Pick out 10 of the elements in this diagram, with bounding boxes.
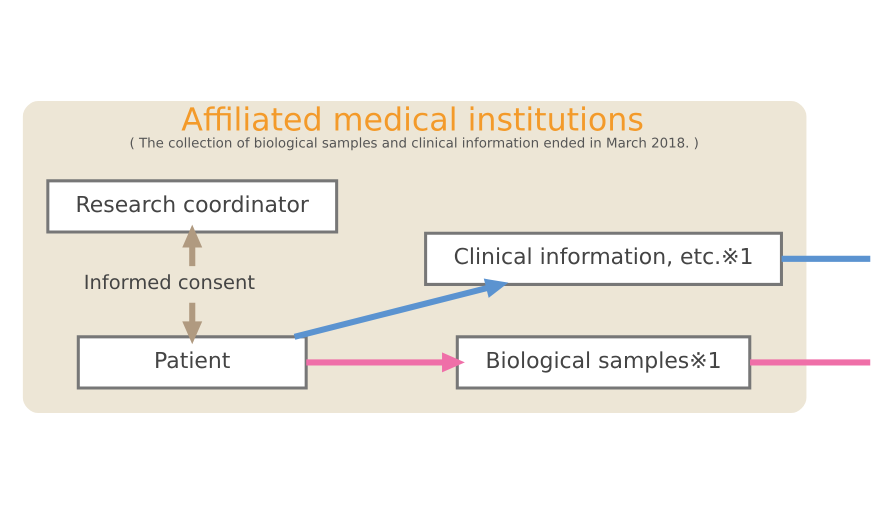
node-box: Patient [76,334,308,390]
connector [750,358,870,365]
node-box: Biological samples※1 [456,334,752,390]
node-box: Research coordinator [46,178,338,234]
arrow [182,224,202,344]
connector [782,255,870,262]
edge-label: Informed consent [84,270,255,294]
node-box: Clinical information, etc.※1 [424,231,783,286]
arrow [294,278,508,340]
arrow [306,352,465,372]
